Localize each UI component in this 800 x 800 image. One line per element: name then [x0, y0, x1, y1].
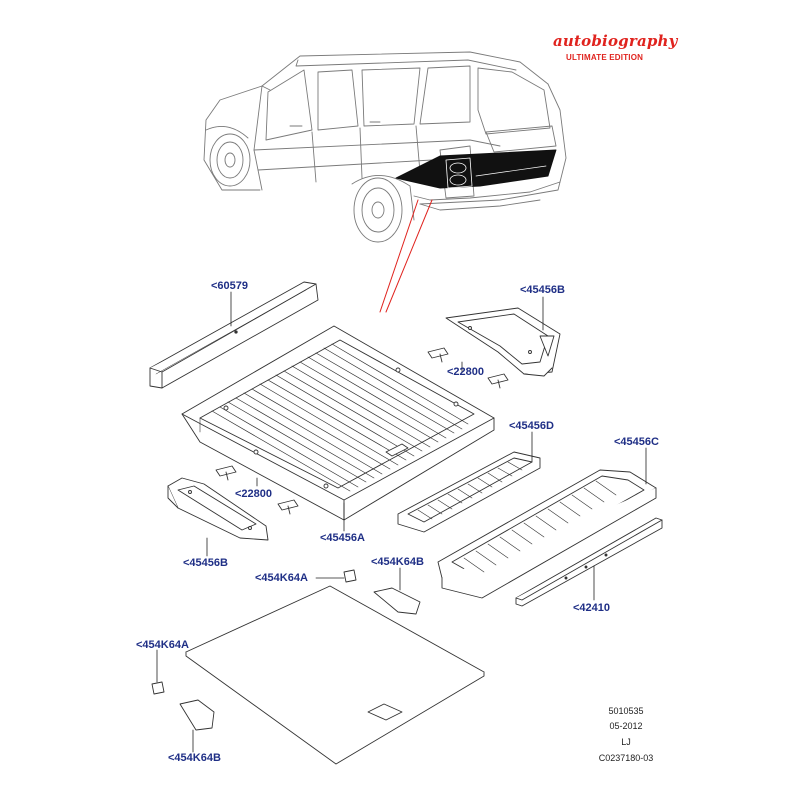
part-454K64B-brackets: [179, 587, 421, 731]
location-pointer: [379, 199, 433, 313]
callout-45456B-left: <45456B: [183, 557, 228, 569]
callout-45456B-top: <45456B: [520, 284, 565, 296]
callout-454K64A-left: <454K64A: [136, 639, 189, 651]
callout-22800-left: <22800: [235, 488, 273, 500]
callout-45456C: <45456C: [614, 436, 659, 448]
vehicle-illustration: [203, 51, 567, 243]
part-22800-clips-right: [427, 347, 509, 389]
highlighted-load-floor: [395, 149, 557, 189]
part-45456B-upper-bracket: [445, 307, 561, 377]
callout-454K64B-mid: <454K64B: [371, 556, 424, 568]
brand-edition-label: ULTIMATE EDITION: [566, 53, 644, 62]
leader-lines: [156, 291, 647, 753]
reference-date: 05-2012: [609, 721, 643, 731]
part-22800-clips-left: [215, 465, 299, 515]
part-60579-cross-member: [149, 281, 319, 389]
callout-45456A: <45456A: [320, 532, 365, 544]
part-floor-mat: [185, 585, 485, 765]
callout-454K64A-mid: <454K64A: [255, 572, 308, 584]
part-42410-rail: [515, 517, 663, 607]
reference-number: 5010535: [608, 706, 644, 716]
part-45456B-lower-bracket: [167, 477, 269, 541]
part-454K64A-fasteners: [151, 569, 357, 695]
part-45456C-tray: [437, 469, 657, 599]
callout-45456D: <45456D: [509, 420, 554, 432]
callout-60579: <60579: [211, 280, 249, 292]
reference-code: LJ: [621, 737, 631, 747]
callout-454K64B-bottom: <454K64B: [168, 752, 221, 764]
brand-script-logo: autobiography: [553, 32, 678, 50]
callout-22800-right: <22800: [447, 366, 485, 378]
callout-42410: <42410: [573, 602, 611, 614]
reference-illustration-id: C0237180-03: [598, 753, 654, 763]
part-45456A-load-floor: [181, 325, 495, 521]
